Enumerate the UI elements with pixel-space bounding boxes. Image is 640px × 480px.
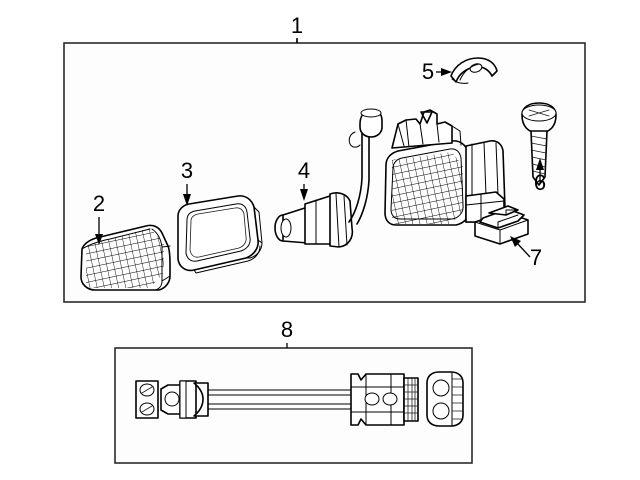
callout-7-arrow: [510, 236, 531, 258]
fog-lens-grid-pattern: [392, 152, 463, 224]
harness-cable: [207, 389, 352, 410]
side-marker-lamp-lens: [80, 224, 171, 291]
callout-1-label: 1: [291, 13, 303, 38]
harness-connector-main: [350, 373, 419, 426]
callout-5-label: 5: [422, 59, 434, 84]
pan-head-screw: [521, 102, 557, 186]
callout-6-arrow: [536, 158, 544, 184]
harness-terminal-block: [135, 380, 159, 419]
callout-4-label: 4: [298, 158, 310, 183]
callout-2-arrow: [95, 217, 103, 245]
harness-plug: [160, 380, 209, 419]
bulb-socket: [274, 108, 383, 248]
lamp-gasket-seal: [177, 195, 263, 274]
mounting-bracket: [474, 205, 529, 245]
callout-8-label: 8: [281, 317, 293, 342]
fog-lamp-housing: [384, 109, 506, 226]
callout-2-label: 2: [93, 191, 105, 216]
callout-3-arrow: [183, 184, 191, 206]
callout-5-arrow: [436, 68, 452, 76]
callout-7-label: 7: [530, 245, 542, 270]
harness-connector-secondary: [426, 371, 464, 427]
callout-4-arrow: [300, 184, 308, 201]
callout-3-label: 3: [181, 158, 193, 183]
curved-clip: [450, 57, 498, 84]
